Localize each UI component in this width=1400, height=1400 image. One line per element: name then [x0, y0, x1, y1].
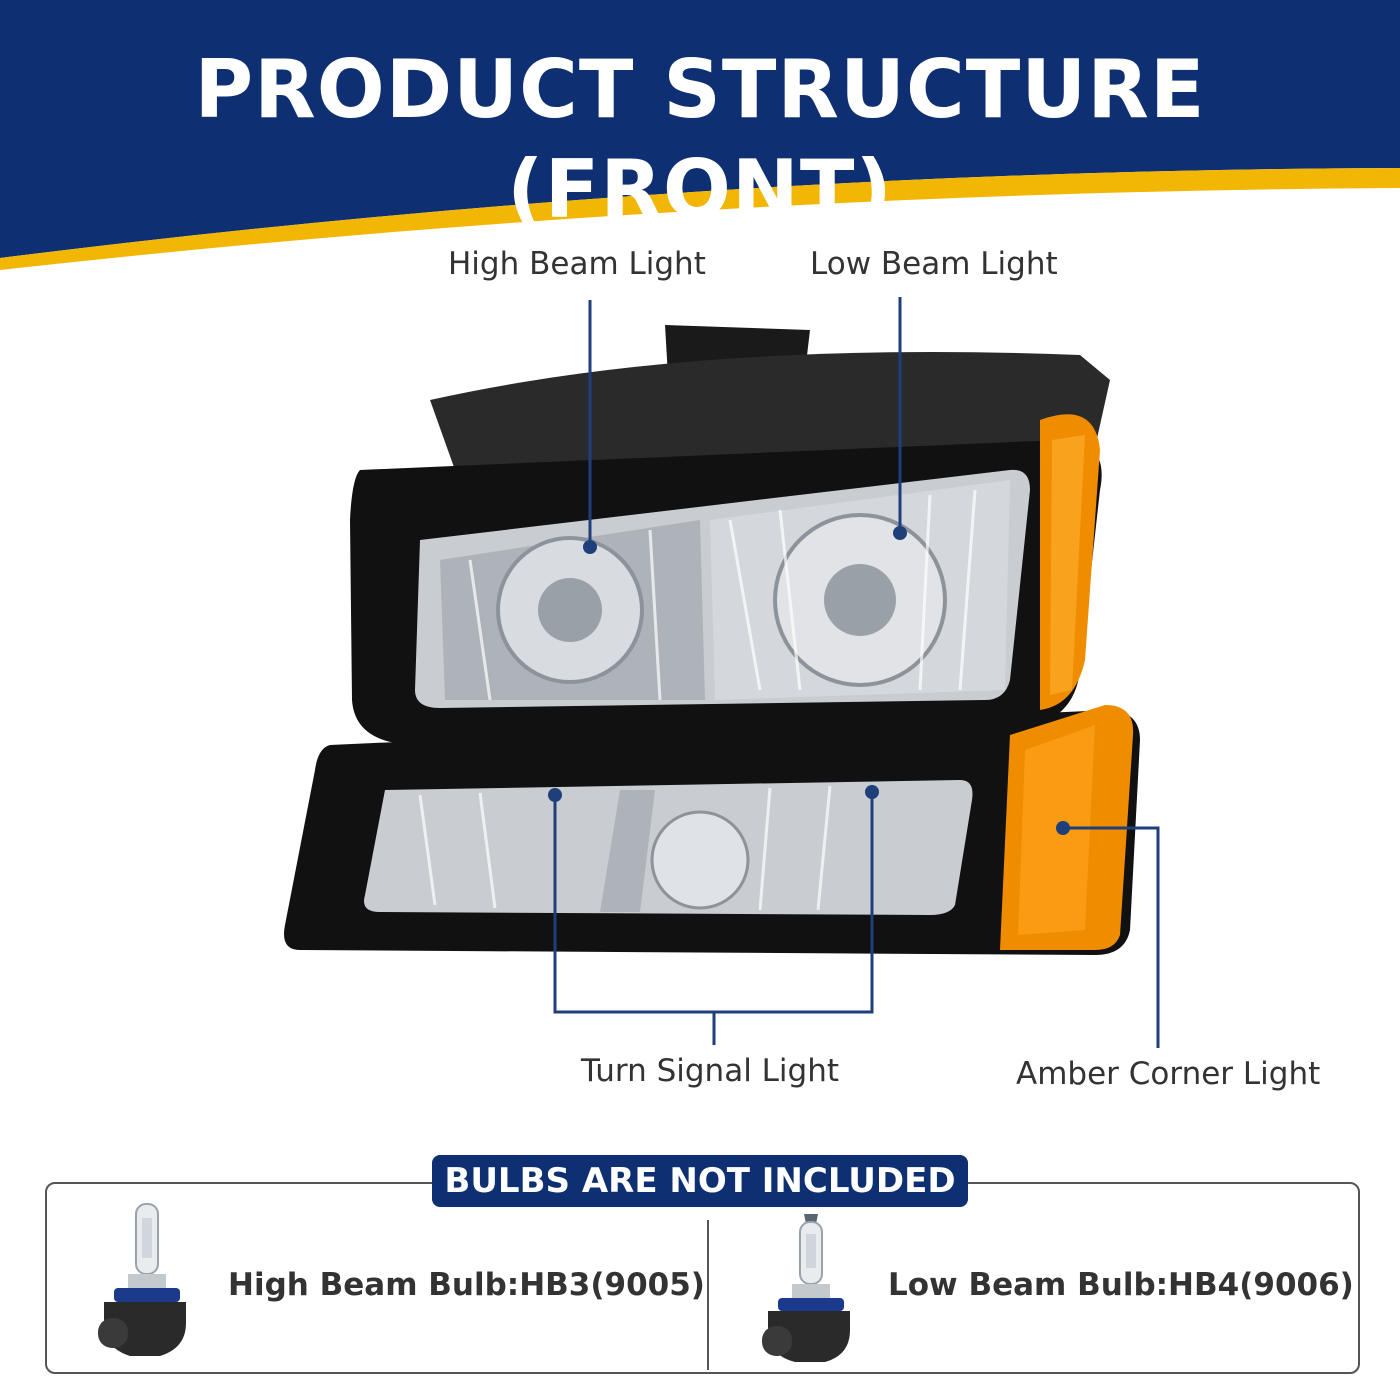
page-title: PRODUCT STRUCTURE (FRONT): [194, 43, 1206, 236]
headlight-assembly-image: [284, 297, 1160, 1048]
high-beam-bulb-spec: High Beam Bulb:HB3(9005): [228, 1267, 705, 1303]
bulb-divider: [707, 1220, 709, 1370]
hb4-bulb-icon: [762, 1214, 850, 1362]
hb3-bulb-icon: [98, 1203, 186, 1356]
header-banner: [0, 0, 1400, 270]
bulbs-not-included-badge: BULBS ARE NOT INCLUDED: [432, 1155, 968, 1207]
high-beam-light-label: High Beam Light: [448, 246, 706, 282]
low-beam-light-label: Low Beam Light: [810, 246, 1058, 282]
turn-signal-light-label: Turn Signal Light: [581, 1053, 840, 1089]
amber-corner-light-label: Amber Corner Light: [1016, 1056, 1321, 1092]
low-beam-bulb-spec: Low Beam Bulb:HB4(9006): [888, 1267, 1354, 1303]
